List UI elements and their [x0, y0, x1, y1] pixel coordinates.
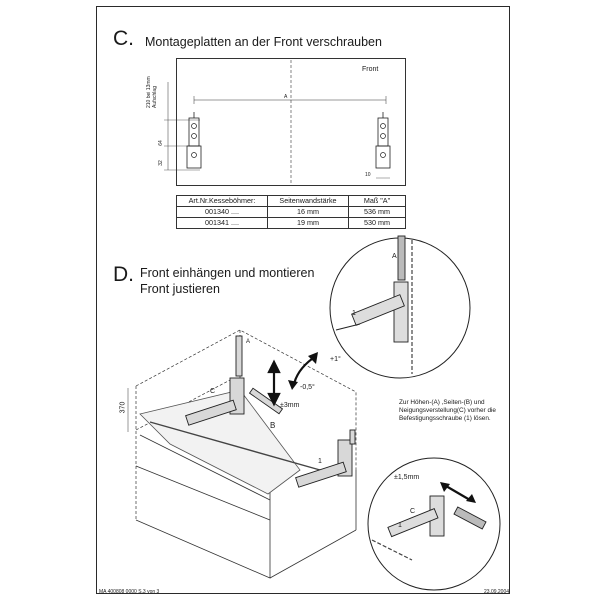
left-fitting [185, 335, 284, 426]
section-d-title-line2: Front justieren [140, 282, 220, 296]
label-1-detail2: 1 [398, 522, 402, 529]
section-c-title: Montageplatten an der Front verschrauben [145, 35, 382, 49]
label-370: 370 [119, 401, 127, 414]
spec-table-row: 001340 .... 16 mm 536 mm [176, 206, 406, 218]
label-3mm: ±3mm [280, 402, 300, 409]
label-b-main: B [270, 421, 276, 430]
right-fitting [295, 429, 356, 488]
label-minus-05deg: -0,5° [300, 384, 315, 391]
label-15mm: ±1,5mm [394, 474, 420, 481]
page-frame [96, 6, 510, 594]
spec-table-cell: 001341 .... [176, 217, 268, 229]
detail-circle-top [329, 235, 471, 379]
label-c-main: C [210, 388, 216, 395]
spec-table-cell: 19 mm [267, 217, 349, 229]
detail-circle-bottom [367, 457, 501, 591]
section-d-letter: D. [113, 263, 134, 286]
label-1-detail: 1 [352, 310, 356, 317]
mounting-plate-drawing [176, 58, 406, 186]
front-label: Front [362, 66, 379, 73]
footer-right: 23.09.2004 [484, 589, 510, 595]
cabinet-box [135, 434, 357, 579]
label-a-main: A [246, 339, 251, 345]
spec-table-row: 001341 .... 19 mm 530 mm [176, 217, 406, 229]
spec-table: Art.Nr.Kesseböhmer: Seitenwandstärke Maß… [176, 195, 406, 229]
section-c-letter: C. [113, 27, 134, 50]
label-c-detail: C [410, 508, 416, 515]
section-d-title-line1: Front einhängen und montieren [140, 266, 315, 280]
height-adjust-arrow [267, 359, 281, 407]
spec-table-header-row: Art.Nr.Kesseböhmer: Seitenwandstärke Maß… [176, 195, 406, 207]
footer-left: MA 400808 0000 S.3 von 3 [99, 589, 160, 595]
spec-table-cell: 530 mm [348, 217, 406, 229]
dimension-10-label: 10 [365, 172, 371, 178]
label-plus-1deg: +1° [330, 356, 341, 363]
dimension-a-label: A [284, 94, 288, 100]
adjustment-note: Zur Höhen-(A) ,Seiten-(B) und Neigungsve… [399, 399, 496, 423]
label-a-detail: A [392, 253, 397, 260]
label-1-main: 1 [318, 458, 322, 465]
